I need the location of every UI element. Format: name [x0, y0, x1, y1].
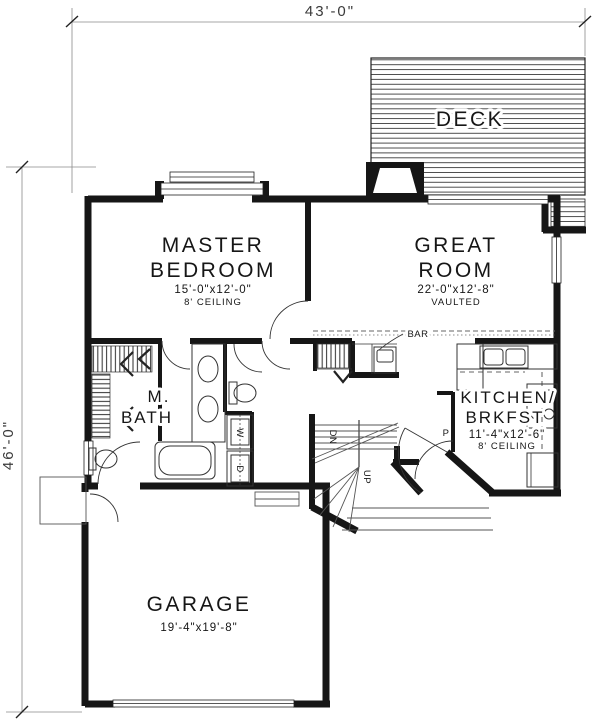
toilet-tank: [228, 381, 238, 405]
bar-counter: [352, 333, 404, 374]
interior-walls: [85, 199, 557, 509]
burner: [543, 408, 555, 420]
kitchen-fixtures: [456, 343, 559, 488]
sink-basin: [483, 348, 504, 366]
great-room-label-1: GREAT: [414, 234, 497, 257]
toilet-bowl: [94, 449, 118, 469]
bar-sink-cabinet: [373, 346, 397, 374]
bar-label: BAR: [407, 329, 428, 340]
master-bedroom-note: 8' CEILING: [184, 297, 242, 308]
kitchen-note: 8' CEILING: [478, 441, 536, 452]
burner: [530, 389, 542, 401]
stairs-dn-label: DN: [327, 430, 338, 445]
burner: [543, 389, 555, 401]
toilet-bowl: [233, 383, 257, 403]
closets: [91, 343, 353, 439]
dimension-labels: 43'-0" 46'-0": [0, 3, 355, 470]
master-bath-label-2: BATH: [121, 408, 173, 427]
pantry-label: P: [443, 428, 450, 439]
garage-size: 19'-4"x19'-8": [160, 622, 237, 634]
bathtub-inner: [158, 445, 212, 476]
great-room-note: VAULTED: [431, 297, 480, 308]
master-bedroom-label-2: BEDROOM: [150, 259, 276, 282]
bath-fixtures: [88, 343, 257, 480]
master-bath-label-1: M.: [148, 387, 171, 406]
bar-leader-line: [378, 333, 404, 351]
hall-closet-shelf: [316, 343, 351, 369]
refrigerator: [526, 452, 559, 488]
toilet-tank: [88, 447, 97, 471]
winder-treads: [313, 466, 360, 533]
great-room-label-2: ROOM: [418, 259, 493, 282]
kitchen-label-2: BRKFST: [465, 408, 544, 427]
stairs-up-label: UP: [361, 470, 372, 484]
kitchen-sink-unit: [479, 345, 529, 369]
washer-label: W: [234, 428, 245, 437]
closet-arrows: [119, 348, 353, 432]
kitchen-size: 11'-4"x12'-6": [469, 429, 546, 441]
room-labels: DECK GREAT ROOM 22'-0"x12'-8" VAULTED MA…: [118, 105, 557, 634]
vanity-sink: [197, 395, 219, 423]
burner: [530, 408, 542, 420]
overall-depth-dim: 46'-0": [0, 420, 17, 470]
kitchen-counter-left: [456, 343, 484, 391]
stairs: [311, 420, 400, 533]
door-arcs: [89, 300, 454, 523]
vanity-counter: [191, 343, 226, 443]
dimension-ticks: [15, 15, 592, 719]
bay-window-stub: [155, 181, 164, 199]
porch-steps: [39, 476, 493, 531]
sink-basin: [505, 348, 526, 366]
upper-cabinet-line: [460, 371, 543, 450]
small-labels: BAR DN UP W D P: [234, 326, 450, 484]
bay-window-stub: [260, 181, 269, 199]
dimension-lines: [6, 8, 586, 713]
dryer-label: D: [234, 465, 245, 472]
deck-label: DECK: [436, 108, 504, 131]
master-bedroom-size: 15'-0"x12'-0": [174, 284, 251, 296]
kitchen-counter: [456, 343, 558, 370]
fireplace: [366, 162, 424, 200]
stair-treads: [315, 424, 397, 450]
stair-break-line: [311, 422, 400, 464]
garage-label: GARAGE: [147, 593, 252, 616]
bar-sink: [376, 349, 394, 363]
great-room-size: 22'-0"x12'-8": [417, 284, 494, 296]
vaulted-ceiling-line: [313, 330, 555, 336]
closet-shelf: [91, 373, 111, 439]
kitchen-label-1: KITCHEN/: [460, 388, 555, 407]
wall-openings: [81, 480, 140, 522]
master-bedroom-label-1: MASTER: [162, 234, 265, 257]
overall-width-dim: 43'-0": [305, 3, 355, 20]
side-stoop: [39, 476, 87, 525]
closet-shelf: [91, 345, 153, 373]
bathtub: [154, 441, 216, 480]
vanity-sink: [197, 355, 219, 383]
laundry-stack: [226, 414, 254, 487]
